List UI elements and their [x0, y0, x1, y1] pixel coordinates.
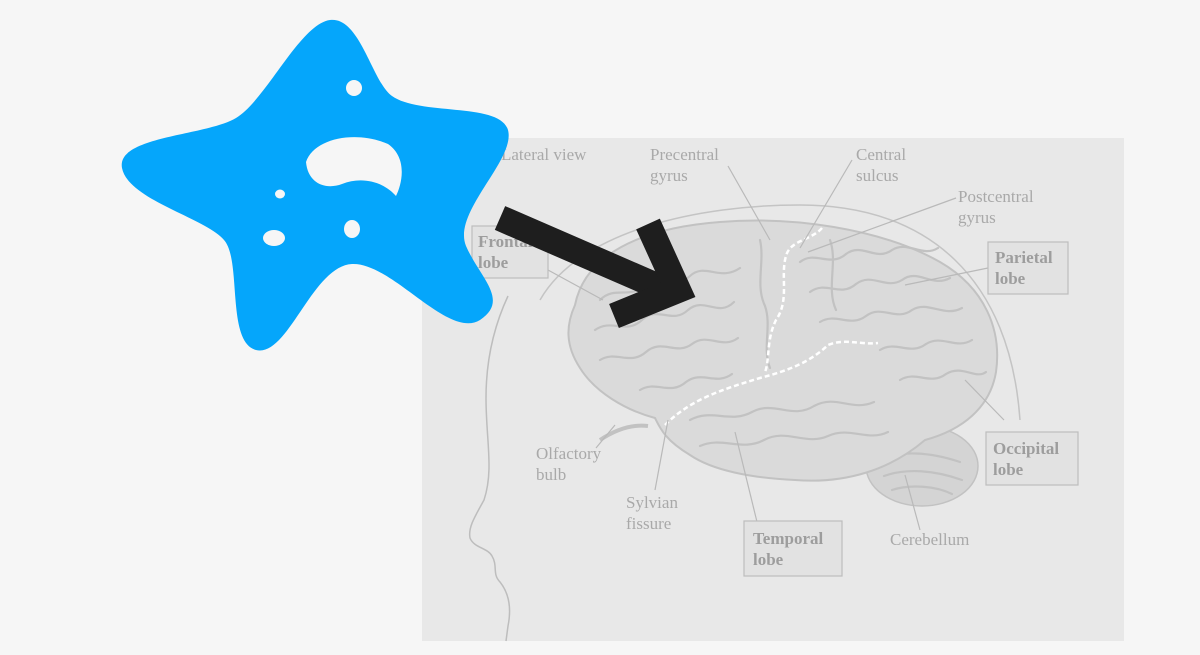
label-sylvian-line2: fissure: [626, 514, 671, 533]
label-olfactory-line1: Olfactory: [536, 444, 602, 463]
label-central-line1: Central: [856, 145, 906, 164]
amoeba-cell-icon: [122, 20, 509, 351]
label-postcentral-line1: Postcentral: [958, 187, 1034, 206]
label-cerebellum: Cerebellum: [890, 530, 969, 549]
label-lateral-view: Lateral view: [501, 145, 587, 164]
label-occipital-line2: lobe: [993, 460, 1024, 479]
label-parietal-line2: lobe: [995, 269, 1026, 288]
label-temporal-line1: Temporal: [753, 529, 823, 548]
label-occipital-line1: Occipital: [993, 439, 1059, 458]
label-parietal-line1: Parietal: [995, 248, 1053, 267]
label-temporal-line2: lobe: [753, 550, 784, 569]
label-central-line2: sulcus: [856, 166, 899, 185]
label-olfactory-line2: bulb: [536, 465, 566, 484]
label-frontal-line2: lobe: [478, 253, 509, 272]
label-precentral-line1: Precentral: [650, 145, 719, 164]
label-postcentral-line2: gyrus: [958, 208, 996, 227]
label-sylvian-line1: Sylvian: [626, 493, 678, 512]
label-precentral-line2: gyrus: [650, 166, 688, 185]
